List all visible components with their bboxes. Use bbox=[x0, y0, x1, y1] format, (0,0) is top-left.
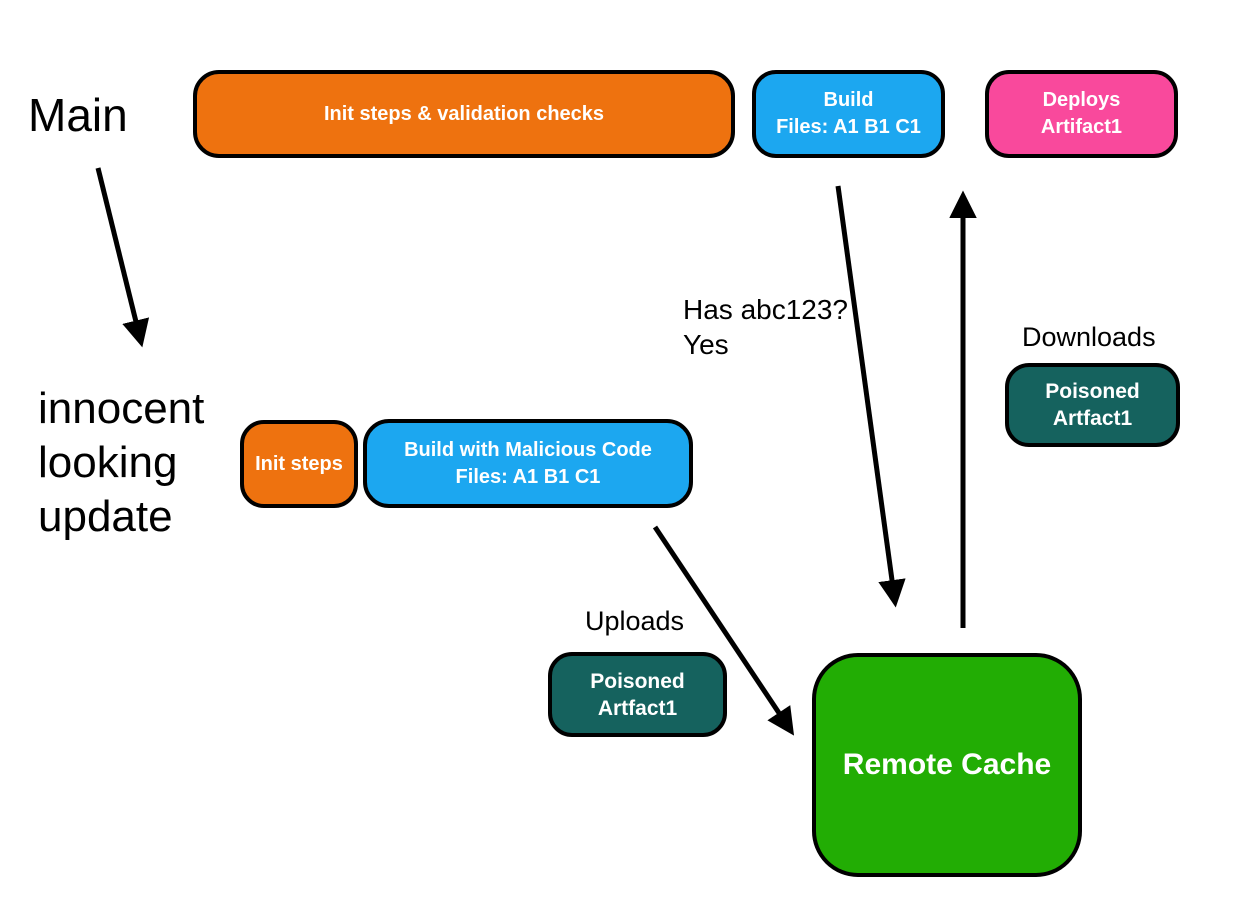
arrow-main-to-innocent-update bbox=[95, 167, 150, 348]
node-poisoned-artifact-download: Poisoned Artfact1 bbox=[1005, 363, 1180, 447]
label-main-branch: Main bbox=[28, 89, 128, 141]
node-poisoned-artifact-upload: Poisoned Artfact1 bbox=[548, 652, 727, 737]
label-has-abc123-yes: Has abc123? Yes bbox=[683, 294, 849, 360]
label-uploads: Uploads bbox=[585, 606, 685, 636]
node-deploys-artifact1-label: Deploys Artifact1 bbox=[1040, 89, 1123, 138]
arrow-build-to-remote-cache bbox=[835, 185, 906, 608]
node-deploys-artifact1: Deploys Artifact1 bbox=[985, 70, 1178, 158]
node-build-label: Build Files: A1 B1 C1 bbox=[776, 89, 921, 138]
node-build: Build Files: A1 B1 C1 bbox=[752, 70, 945, 158]
node-remote-cache: Remote Cache bbox=[812, 653, 1082, 877]
node-init-validation-checks: Init steps & validation checks bbox=[193, 70, 735, 158]
node-build-with-malicious-code-label: Build with Malicious Code Files: A1 B1 C… bbox=[404, 438, 652, 488]
node-poisoned-artifact-upload-label: Poisoned Artfact1 bbox=[590, 669, 685, 720]
node-build-with-malicious-code: Build with Malicious Code Files: A1 B1 C… bbox=[363, 419, 693, 508]
node-poisoned-artifact-download-label: Poisoned Artfact1 bbox=[1045, 380, 1140, 430]
label-downloads: Downloads bbox=[1022, 322, 1156, 352]
node-init-steps: Init steps bbox=[240, 420, 358, 508]
node-init-validation-checks-label: Init steps & validation checks bbox=[323, 102, 605, 125]
label-innocent-looking-update: innocent looking update bbox=[38, 384, 205, 541]
arrow-build-malicious-to-remote-cache bbox=[652, 525, 795, 736]
node-remote-cache-label: Remote Cache bbox=[842, 748, 1052, 781]
node-init-steps-label: Init steps bbox=[255, 452, 343, 475]
